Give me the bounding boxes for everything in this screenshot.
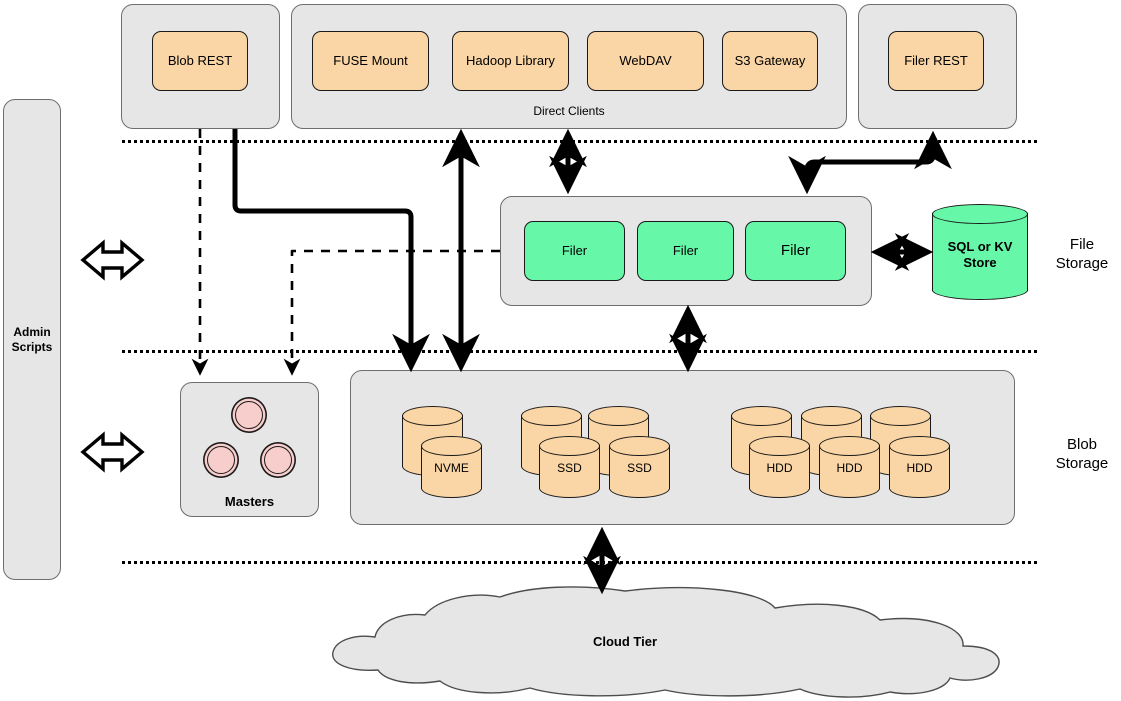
filer-to-masters-dashed [283,249,500,376]
sql-or-kv-store-label: SQL or KV Store [947,238,1013,270]
cylinder-top [588,406,649,426]
direct-clients-caption: Direct Clients [533,104,605,118]
fuse-mount-label: FUSE Mount [333,52,408,68]
s3-gateway-label: S3 Gateway [734,52,806,68]
file-storage-side-label: File Storage [1055,236,1109,272]
master-node-2[interactable] [207,446,235,474]
admin-to-file-storage-arrow [80,239,145,281]
cylinder-top [870,406,931,426]
cylinder-top [402,406,463,426]
hadoop-library-label: Hadoop Library [466,52,555,68]
masters-label: Masters [224,494,275,509]
hdd-label-3: HDD [906,461,933,476]
admin-scripts-panel[interactable]: Admin Scripts [3,99,61,580]
cylinder-top [521,406,582,426]
cylinder-top [801,406,862,426]
filer-box-1[interactable]: Filer [524,221,625,281]
cloud-tier-label: Cloud Tier [592,634,658,649]
webdav-box[interactable]: WebDAV [587,31,704,91]
cylinder-top [889,436,950,456]
filer-3-label: Filer [780,242,811,260]
admin-scripts-line1: Admin [13,324,51,339]
filer-box-2[interactable]: Filer [637,221,734,281]
hadoop-library-box[interactable]: Hadoop Library [452,31,569,91]
fuse-mount-box[interactable]: FUSE Mount [312,31,429,91]
cylinder-top [539,436,600,456]
blob-rest-to-volume-servers-arrow [232,129,430,373]
filer-rest-to-filer-arrow [788,130,952,195]
ssd-cylinder-front-2[interactable]: SSD [609,436,670,498]
blob-rest-label: Blob REST [167,52,233,68]
cylinder-top [819,436,880,456]
admin-scripts-line2: Scripts [11,339,53,354]
filer-rest-label: Filer REST [904,52,968,68]
cylinder-top [749,436,810,456]
nvme-label: NVME [434,461,469,476]
filer-rest-box[interactable]: Filer REST [888,31,984,91]
master-node-1[interactable] [235,401,263,429]
nvme-cylinder-front-1[interactable]: NVME [421,436,482,498]
admin-scripts-label: Admin Scripts [12,325,53,355]
filer-1-label: Filer [561,242,588,258]
tier-divider-clients [122,140,1037,143]
hdd-cylinder-front-1[interactable]: HDD [749,436,810,498]
hdd-cylinder-front-3[interactable]: HDD [889,436,950,498]
tier-divider-blob-storage [122,561,1037,564]
hdd-label-1: HDD [766,461,793,476]
hdd-label-2: HDD [836,461,863,476]
ssd-cylinder-front-1[interactable]: SSD [539,436,600,498]
tier-divider-file-storage [122,350,1037,353]
master-node-3[interactable] [264,446,292,474]
webdav-label: WebDAV [619,52,672,68]
cylinder-top [731,406,792,426]
cylinder-top [421,436,482,456]
hdd-cylinder-front-2[interactable]: HDD [819,436,880,498]
cylinder-top [932,204,1028,224]
sql-or-kv-store-cylinder[interactable]: SQL or KV Store [932,204,1028,300]
ssd-label-2: SSD [627,461,652,476]
cylinder-body [932,213,1028,291]
admin-to-blob-storage-arrow [80,431,145,473]
blob-storage-side-label: Blob Storage [1055,436,1109,472]
s3-gateway-box[interactable]: S3 Gateway [722,31,818,91]
cylinder-top [609,436,670,456]
filer-box-3[interactable]: Filer [745,221,846,281]
filer-2-label: Filer [672,242,699,258]
ssd-label-1: SSD [557,461,582,476]
blob-rest-box[interactable]: Blob REST [152,31,248,91]
